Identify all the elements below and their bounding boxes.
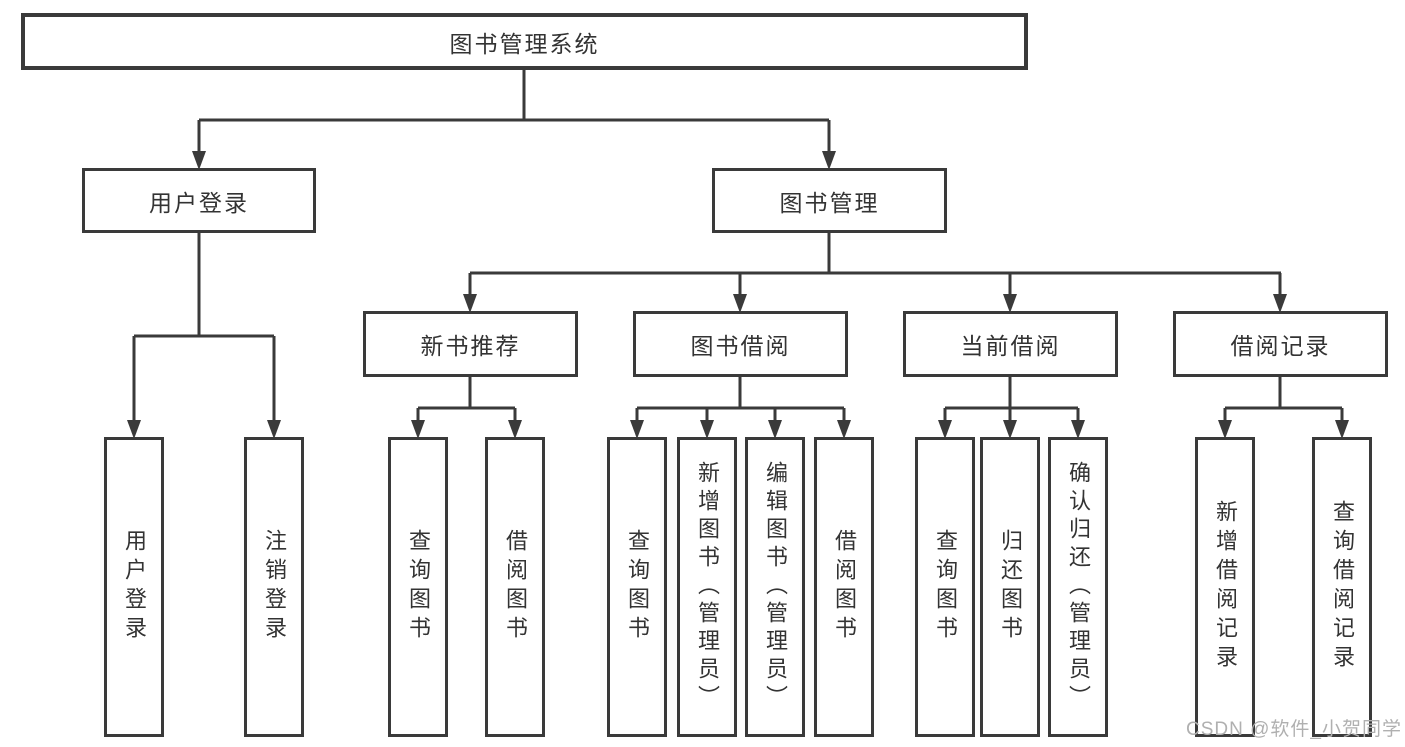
leaf-bb-borrow-book: 借阅图书 [814,437,874,737]
leaf-cb-query-book: 查询图书 [915,437,975,737]
connector-book-management-to-level3 [463,233,1287,313]
leaf-bb-add-book-admin: 新增图书（管理员） [677,437,737,737]
node-user-login: 用户登录 [82,168,316,233]
connector-new-book-recommend-children [411,377,522,439]
node-book-management: 图书管理 [712,168,947,233]
leaf-br-query-record: 查询借阅记录 [1312,437,1372,737]
leaf-bb-edit-book-admin-label: 编辑图书（管理员） [763,461,788,713]
leaf-logout-label: 注销登录 [262,529,287,645]
leaf-cb-query-book-label: 查询图书 [933,529,958,645]
node-root: 图书管理系统 [21,13,1028,70]
connector-root-to-level2 [192,69,836,170]
leaf-cb-confirm-return-admin-label: 确认归还（管理员） [1066,461,1091,713]
node-current-borrow: 当前借阅 [903,311,1118,377]
node-borrow-record: 借阅记录 [1173,311,1388,377]
leaf-bb-add-book-admin-label: 新增图书（管理员） [695,461,720,713]
connector-user-login-children [127,232,281,439]
leaf-bb-query-book: 查询图书 [607,437,667,737]
leaf-bb-edit-book-admin: 编辑图书（管理员） [745,437,805,737]
leaf-user-login-label: 用户登录 [122,529,147,645]
leaf-br-query-record-label: 查询借阅记录 [1330,500,1355,674]
csdn-watermark: CSDN @软件_小贺同学 [1186,719,1402,740]
connector-borrow-record-children [1218,377,1349,439]
leaf-nb-query-book-label: 查询图书 [406,529,431,645]
node-root-label: 图书管理系统 [449,30,600,57]
node-new-book-recommend-label: 新书推荐 [420,333,521,359]
leaf-nb-borrow-book-label: 借阅图书 [503,529,528,645]
node-new-book-recommend: 新书推荐 [363,311,578,377]
leaf-cb-return-book-label: 归还图书 [998,529,1023,645]
node-user-login-label: 用户登录 [149,189,249,216]
node-borrow-record-label: 借阅记录 [1230,333,1331,359]
node-book-borrow-label: 图书借阅 [690,333,791,359]
leaf-br-add-record: 新增借阅记录 [1195,437,1255,737]
connector-current-borrow-children [938,377,1085,439]
node-book-borrow: 图书借阅 [633,311,848,377]
node-current-borrow-label: 当前借阅 [960,333,1061,359]
connector-book-borrow-children [630,377,851,439]
leaf-nb-borrow-book: 借阅图书 [485,437,545,737]
leaf-bb-borrow-book-label: 借阅图书 [832,529,857,645]
leaf-nb-query-book: 查询图书 [388,437,448,737]
leaf-user-login: 用户登录 [104,437,164,737]
leaf-cb-return-book: 归还图书 [980,437,1040,737]
leaf-br-add-record-label: 新增借阅记录 [1213,500,1238,674]
node-book-management-label: 图书管理 [779,189,880,216]
leaf-logout: 注销登录 [244,437,304,737]
leaf-bb-query-book-label: 查询图书 [625,529,650,645]
leaf-cb-confirm-return-admin: 确认归还（管理员） [1048,437,1108,737]
